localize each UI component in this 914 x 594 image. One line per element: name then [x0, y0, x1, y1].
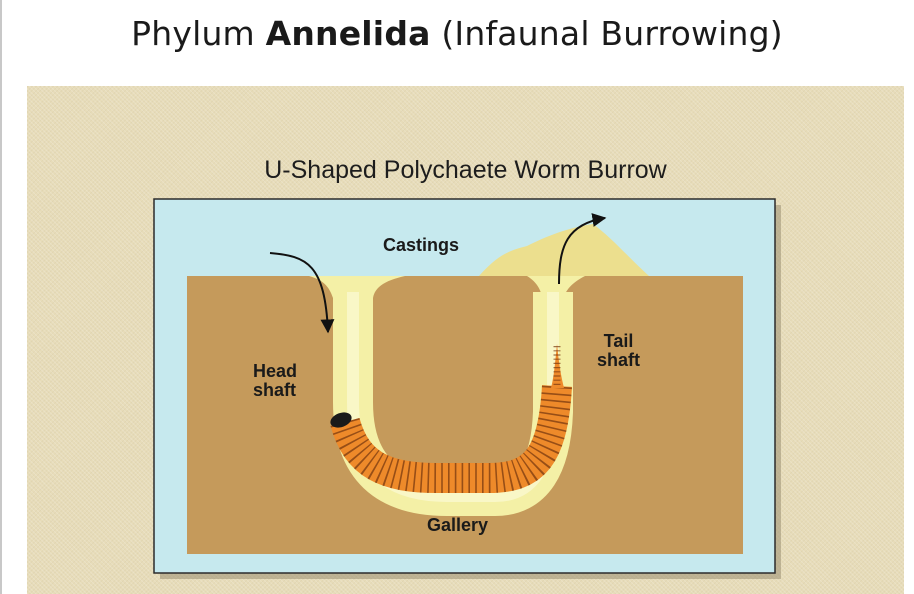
burrow-diagram	[153, 198, 781, 579]
gallery-label: Gallery	[427, 515, 489, 535]
head-shaft-line1: Head	[253, 361, 298, 381]
castings-label: Castings	[383, 235, 460, 255]
slide-left-edge	[0, 0, 2, 594]
worm-head	[330, 412, 352, 428]
head-shaft-label: Head shaft	[253, 362, 297, 400]
outflow-arrow	[558, 213, 607, 285]
title-prefix: Phylum	[131, 14, 266, 53]
worm-tail	[551, 344, 564, 388]
tail-shaft-line1: Tail	[603, 331, 634, 351]
worm-segments	[330, 385, 572, 493]
title-bold: Annelida	[265, 14, 431, 53]
slide-title: Phylum Annelida (Infaunal Burrowing)	[0, 14, 914, 53]
tail-shaft-label: Tail shaft	[597, 332, 640, 370]
tail-shaft-line2: shaft	[597, 350, 641, 370]
inflow-arrow	[269, 252, 335, 334]
title-suffix: (Infaunal Burrowing)	[430, 14, 783, 53]
burrow-figure: U-Shaped Polychaete Worm Burrow	[27, 86, 904, 594]
head-shaft-line2: shaft	[253, 380, 297, 400]
figure-title: U-Shaped Polychaete Worm Burrow	[264, 156, 667, 184]
